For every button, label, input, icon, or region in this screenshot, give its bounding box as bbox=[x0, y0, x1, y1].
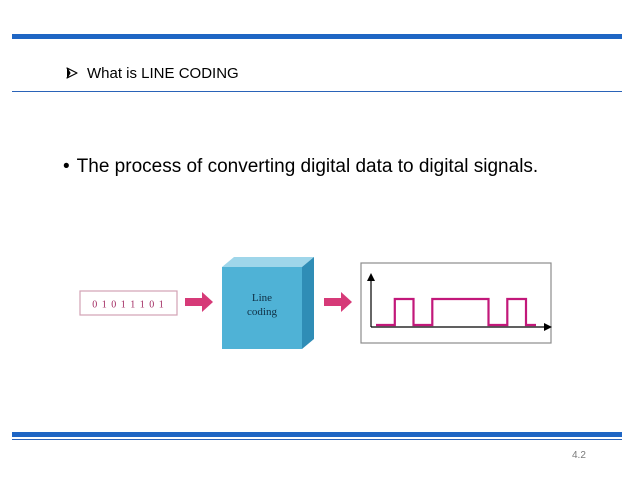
top-rule bbox=[12, 34, 622, 39]
bullet-point: • The process of converting digital data … bbox=[63, 156, 538, 178]
line-coding-block: Line coding bbox=[222, 257, 314, 349]
arrow-right-icon bbox=[324, 292, 352, 312]
digital-signal-waveform bbox=[376, 297, 536, 327]
bullet-text: The process of converting digital data t… bbox=[76, 156, 539, 177]
bottom-rule bbox=[12, 432, 622, 437]
arrow-bullet-icon bbox=[66, 67, 78, 79]
header-rule bbox=[12, 91, 622, 92]
heading-text: What is LINE CODING bbox=[87, 64, 239, 82]
signal-axes bbox=[367, 273, 552, 331]
digital-signal-panel bbox=[360, 262, 552, 344]
slide-heading: What is LINE CODING bbox=[66, 62, 239, 84]
arrow-right-icon bbox=[185, 292, 213, 312]
digital-data-bits: 0 1 0 1 1 1 0 1 bbox=[92, 300, 165, 311]
block-label-line2: coding bbox=[247, 306, 277, 318]
digital-data-box bbox=[79, 290, 178, 316]
page-number: 4.2 bbox=[572, 450, 586, 461]
bottom-thin-rule bbox=[12, 439, 622, 440]
line-coding-figure: 0 1 0 1 1 1 0 1 Line coding bbox=[78, 255, 554, 353]
bullet-marker: • bbox=[63, 156, 70, 177]
block-label-line1: Line bbox=[252, 292, 272, 304]
line-coding-diagram: 0 1 0 1 1 1 0 1 Line coding bbox=[79, 257, 552, 349]
